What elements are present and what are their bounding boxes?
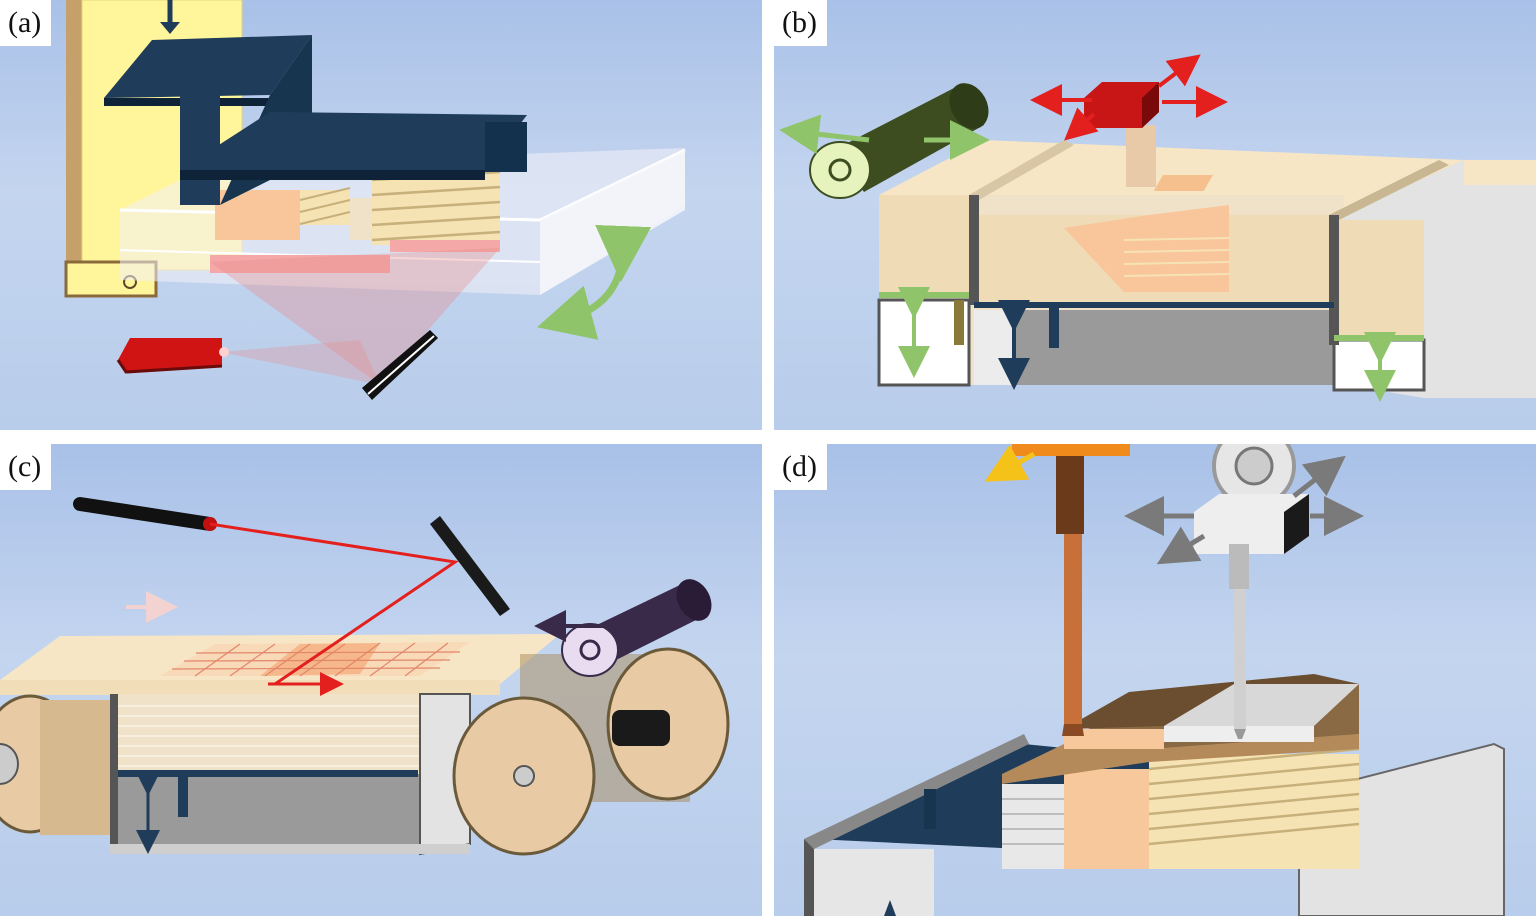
laser-beam xyxy=(209,522,459,686)
panel-label-d: (d) xyxy=(774,444,827,490)
down-arrow-icon xyxy=(160,0,180,34)
panel-d-illustration xyxy=(804,444,1505,916)
right-drum xyxy=(452,647,730,856)
left-drum xyxy=(0,694,110,835)
recoater-roller xyxy=(809,83,989,199)
scanner-head xyxy=(1084,82,1159,187)
panel-c: (c) xyxy=(0,444,762,916)
extrusion-nozzle xyxy=(1012,444,1130,736)
laminated-sheet-grid xyxy=(160,642,470,677)
head-arrow-back-icon xyxy=(1157,54,1201,88)
panel-a-illustration xyxy=(64,0,686,400)
laser-source xyxy=(116,338,229,374)
mirror xyxy=(430,516,510,616)
panel-b: (b) xyxy=(774,0,1536,430)
nozzle-arrow-icon xyxy=(984,444,1036,482)
mirror xyxy=(362,330,438,400)
panel-b-illustration xyxy=(779,54,1536,402)
panel-label-b: (b) xyxy=(774,0,827,46)
printed-part xyxy=(1002,674,1360,869)
laser-source xyxy=(73,497,217,531)
panel-label-c: (c) xyxy=(0,444,52,490)
panel-label-a: (a) xyxy=(0,0,52,46)
head-arrow-front-icon xyxy=(1064,107,1099,141)
deposition-head xyxy=(1194,444,1309,739)
powder-bed-machine xyxy=(877,140,1536,398)
sheet-conveyor xyxy=(0,634,560,856)
panel-d: (d) xyxy=(774,444,1536,916)
tilt-arrow-icon xyxy=(536,224,652,340)
panel-c-illustration xyxy=(0,497,730,856)
panel-a: (a) xyxy=(0,0,762,430)
head-arrow-back-icon xyxy=(1292,455,1346,498)
head-arrow-front-icon xyxy=(1156,526,1206,565)
roller-arrow-left-icon xyxy=(779,114,870,155)
laser-beam xyxy=(210,248,500,385)
build-platform xyxy=(104,35,527,205)
